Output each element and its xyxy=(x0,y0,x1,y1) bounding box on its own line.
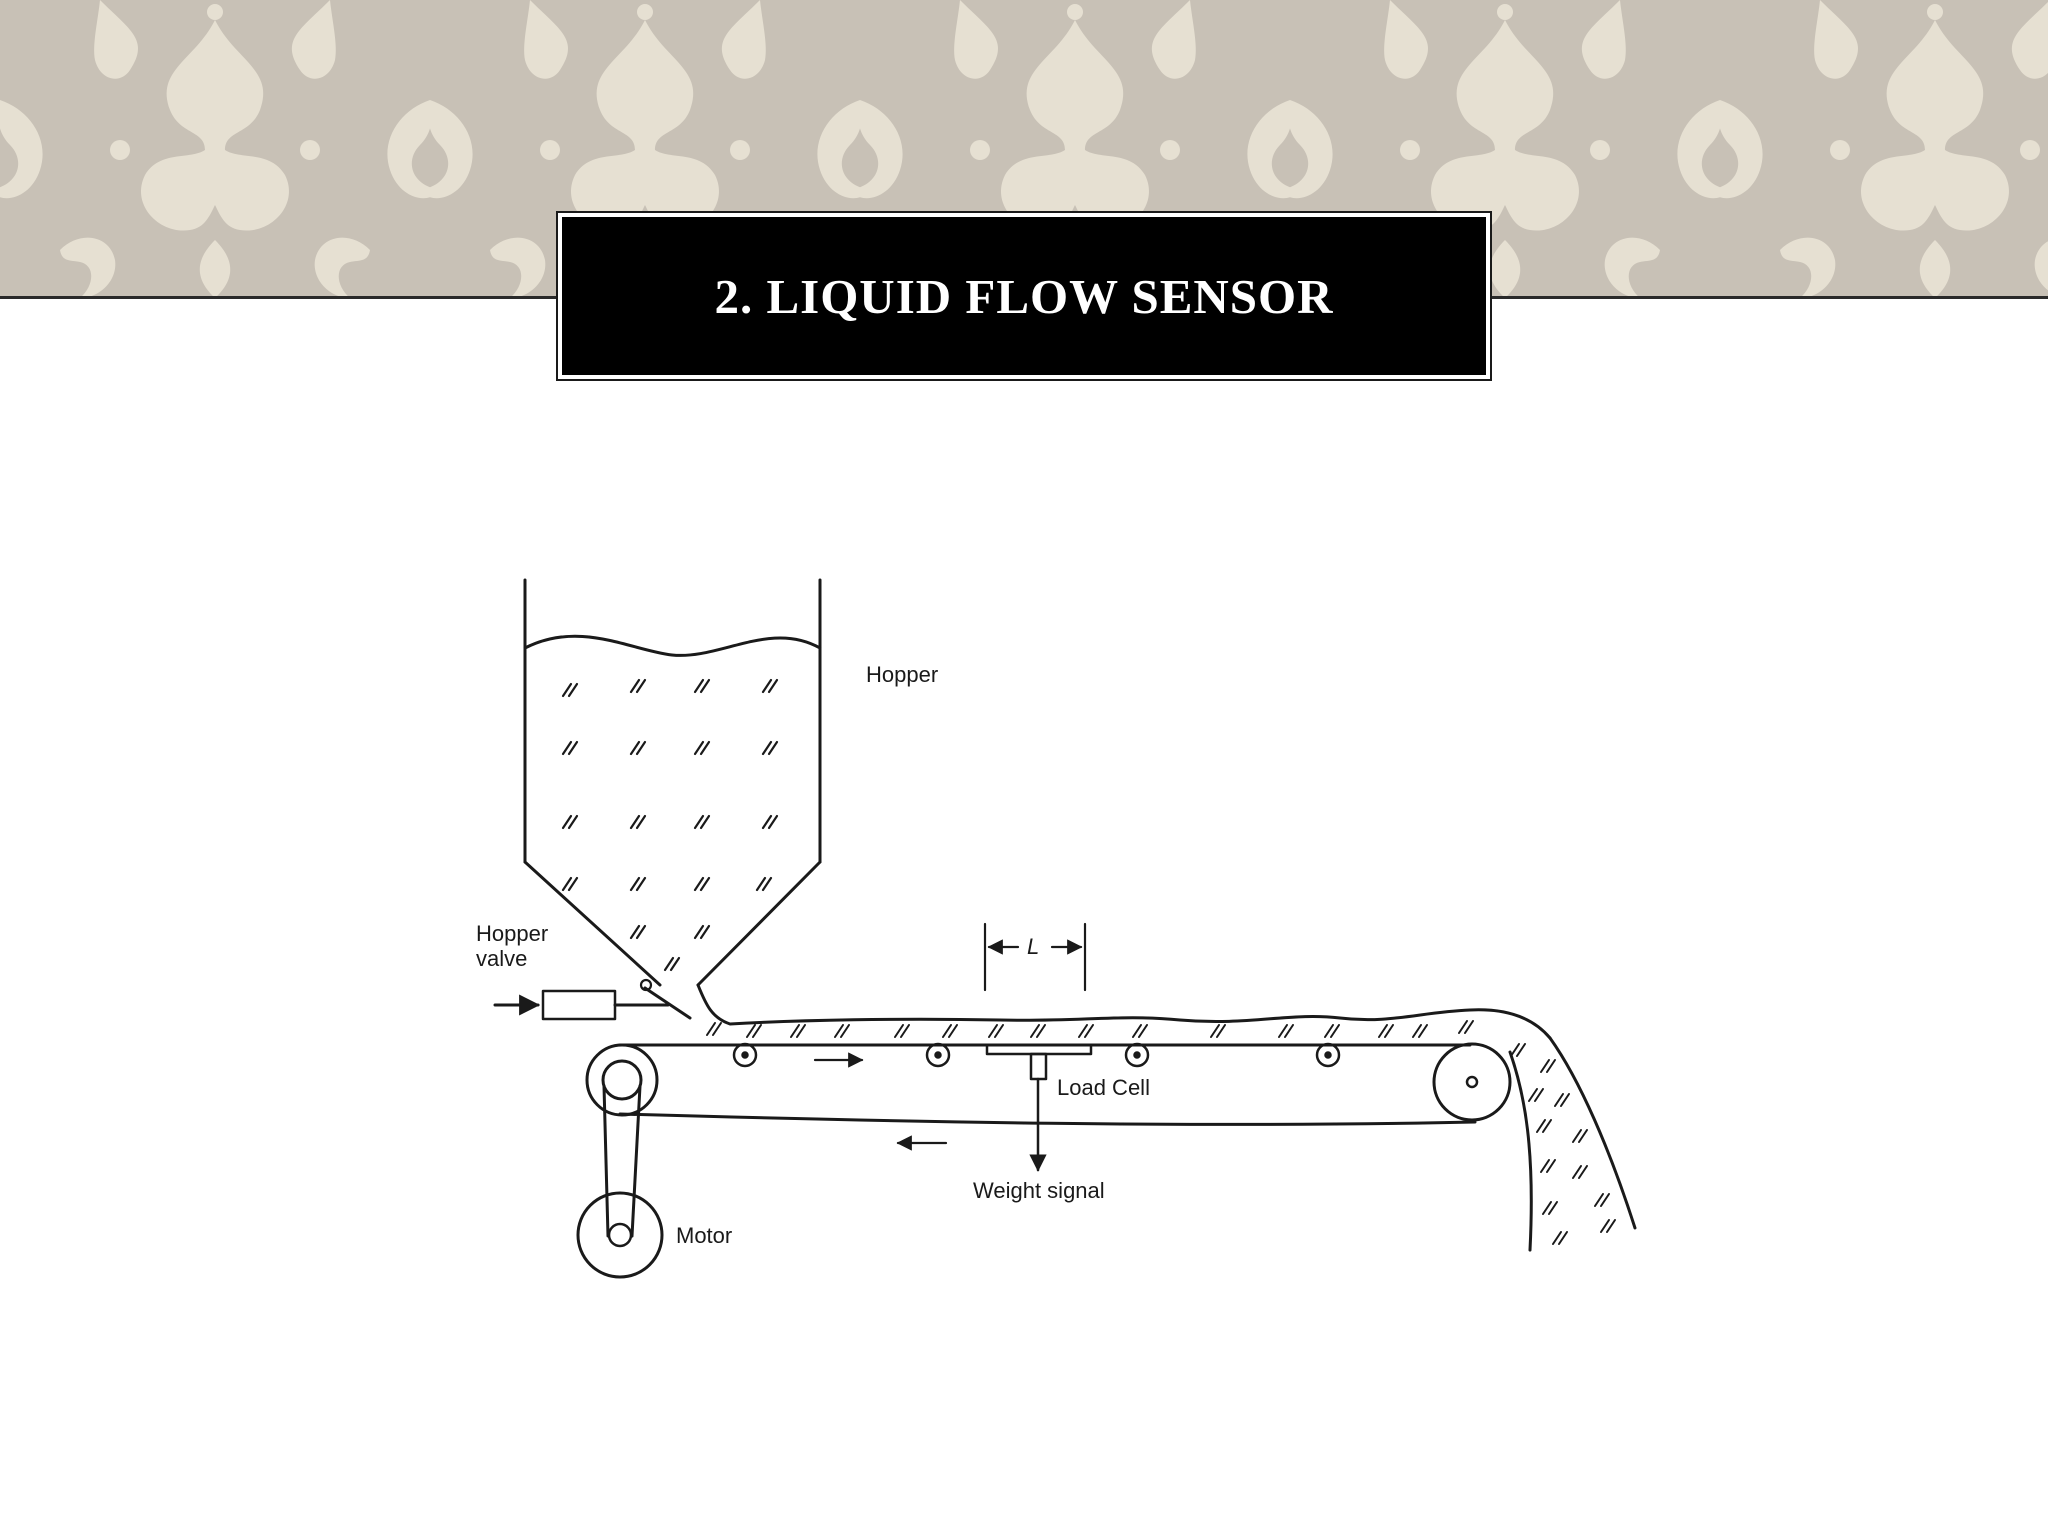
weight-signal-label: Weight signal xyxy=(973,1178,1105,1203)
belt-direction-arrows xyxy=(813,1052,948,1151)
hopper-valve-label-line2: valve xyxy=(476,946,527,971)
material-bed xyxy=(696,983,1552,1040)
discharge-stream xyxy=(1508,1036,1637,1252)
slide-title: 2. LIQUID FLOW SENSOR xyxy=(714,268,1334,324)
load-cell-label: Load Cell xyxy=(1057,1075,1150,1100)
motor-label: Motor xyxy=(676,1223,732,1248)
length-dimension xyxy=(983,922,1087,992)
length-label: L xyxy=(1027,934,1039,959)
motor xyxy=(576,1084,664,1279)
idler-rollers xyxy=(732,1042,1341,1068)
hopper xyxy=(523,578,822,987)
conveyor-belt xyxy=(585,1042,1512,1126)
hopper-valve xyxy=(493,978,692,1021)
title-background: 2. LIQUID FLOW SENSOR xyxy=(562,217,1486,375)
hopper-valve-label-line1: Hopper xyxy=(476,921,548,946)
load-cell xyxy=(985,1043,1093,1172)
hopper-label: Hopper xyxy=(866,662,938,687)
title-box: 2. LIQUID FLOW SENSOR xyxy=(556,211,1492,381)
